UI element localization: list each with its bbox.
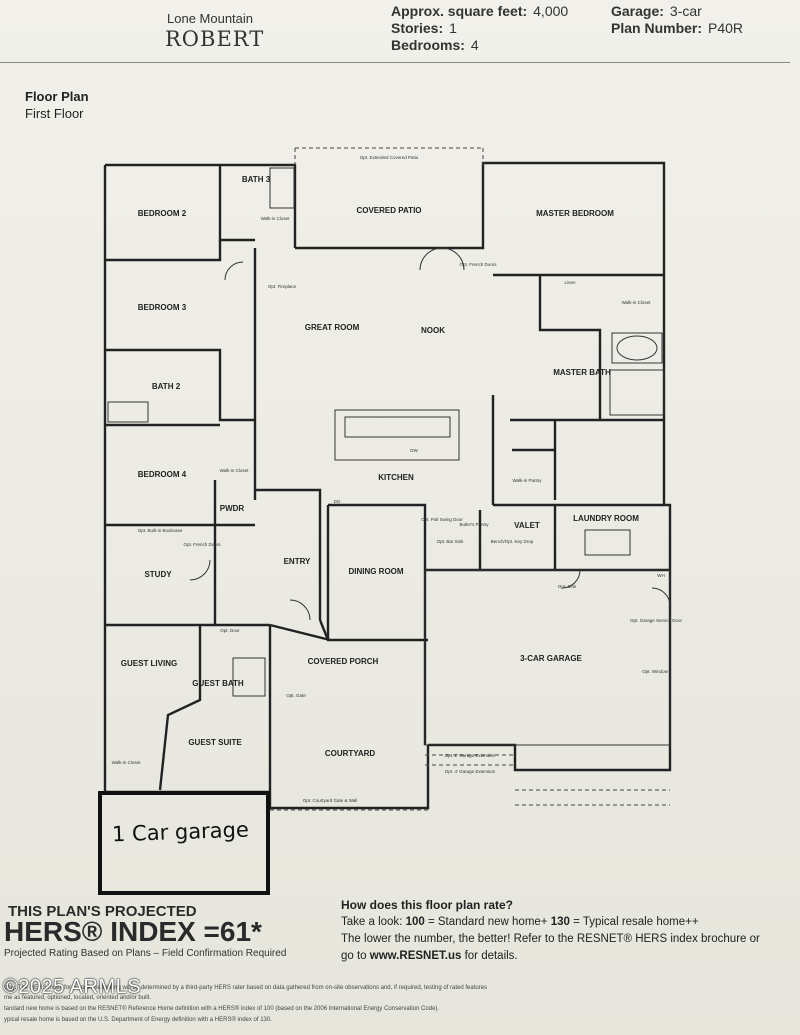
note-labels: Opt. Extended Covered Patio Walk-in Clos… <box>112 155 683 803</box>
room-label: VALET <box>514 521 540 530</box>
note-label: Opt. Built-in Bookcase <box>138 528 183 533</box>
note-label: Opt. Door <box>220 628 240 633</box>
rating-explanation: The lower the number, the better! Refer … <box>341 933 760 945</box>
fine-print: tandard new home is based on the RESNET®… <box>4 1006 440 1012</box>
room-label: BEDROOM 4 <box>138 470 187 479</box>
note-label: Opt. Extended Covered Patio <box>360 155 419 160</box>
room-label: DINING ROOM <box>348 567 403 576</box>
sqft-spec: Approx. square feet:4,000 <box>391 3 569 19</box>
community-name: Lone Mountain <box>167 11 254 26</box>
note-label: Linen <box>564 280 576 285</box>
interior-walls <box>105 165 670 808</box>
room-label: COVERED PORCH <box>308 657 379 666</box>
header-rule <box>0 62 790 63</box>
fine-print: ypical resale home is based on the U.S. … <box>4 1017 272 1023</box>
room-label: COURTYARD <box>325 749 376 758</box>
rating-question: How does this floor plan rate? <box>341 898 514 912</box>
room-label: BATH 2 <box>152 382 181 391</box>
note-label: Opt. French Doors <box>183 542 221 547</box>
plan-number-spec: Plan Number:P40R <box>611 20 744 36</box>
plan-name: ROBERT <box>165 27 265 51</box>
room-label: LAUNDRY ROOM <box>573 514 639 523</box>
note-label: Opt. 4' Garage Extension <box>445 769 496 774</box>
room-label: MASTER BEDROOM <box>536 209 614 218</box>
room-label: BATH 3 <box>242 175 271 184</box>
note-label: Opt. Fireplace <box>268 284 297 289</box>
room-label: GUEST LIVING <box>121 659 177 668</box>
note-label: Opt. Gate <box>286 693 306 698</box>
note-label: Opt. Sink <box>558 584 577 589</box>
resnet-line: go to www.RESNET.us for details. <box>341 950 518 962</box>
fixtures <box>107 147 671 811</box>
room-label: GUEST SUITE <box>188 738 242 747</box>
room-label: BEDROOM 3 <box>138 303 187 312</box>
hers-note: Projected Rating Based on Plans – Field … <box>4 948 287 959</box>
note-label: Opt. Courtyard Gate & Wall <box>303 798 358 803</box>
room-label: COVERED PATIO <box>356 206 421 215</box>
note-label: Walk-in Closet <box>220 468 250 473</box>
room-label: PWDR <box>220 504 245 513</box>
room-label: KITCHEN <box>378 473 414 482</box>
note-label: Opt. French Doors <box>459 262 497 267</box>
added-garage-outline <box>98 791 270 895</box>
hers-index-value: HERS® INDEX =61* <box>4 916 262 947</box>
rating-scale-line: Take a look: 100 = Standard new home+ 13… <box>341 916 699 928</box>
note-label: Walk-in Closet <box>622 300 652 305</box>
watermark: ©2025 ARMLS <box>3 976 142 998</box>
room-label: GUEST BATH <box>192 679 244 688</box>
fine-print: only. The HERS index for a confirmed rat… <box>4 985 488 991</box>
room-label: GREAT ROOM <box>305 323 360 332</box>
room-label: NOOK <box>421 326 445 335</box>
stories-spec: Stories:1 <box>391 20 457 36</box>
note-label: Bench/Opt. Key Drop <box>491 539 534 544</box>
note-label: DO <box>334 499 341 504</box>
note-label: Walk-in Pantry <box>512 478 542 483</box>
note-label: Opt. Pull Swing Door <box>421 517 463 522</box>
note-label: Opt. Bar Sink <box>437 539 465 544</box>
room-label: STUDY <box>144 570 172 579</box>
note-label: Walk-in Closet <box>112 760 142 765</box>
note-label: Walk-in Closet <box>261 216 291 221</box>
hers-heading: THIS PLAN'S PROJECTED <box>8 903 197 920</box>
note-label: Opt. Window <box>642 669 669 674</box>
note-label: Opt. Garage Service Door <box>630 618 683 623</box>
floor-plan-title: Floor Plan <box>25 89 89 104</box>
note-label: Opt. 2' Garage Extension <box>445 753 496 758</box>
room-label: BEDROOM 2 <box>138 209 187 218</box>
note-label: WH <box>657 573 665 578</box>
fine-print: me as featured, optioned, located, orien… <box>4 995 152 1001</box>
bedrooms-spec: Bedrooms:4 <box>391 37 479 53</box>
room-label: 3-CAR GARAGE <box>520 654 582 663</box>
room-labels: BEDROOM 2 BATH 3 COVERED PATIO MASTER BE… <box>121 175 639 758</box>
floor-plan-subtitle: First Floor <box>25 106 84 121</box>
note-label: DW <box>410 448 418 453</box>
handwritten-note: 1 Car garage <box>111 817 250 847</box>
resnet-link[interactable]: www.RESNET.us <box>369 950 462 962</box>
room-label: ENTRY <box>284 557 311 566</box>
note-label: Butler's Pantry <box>459 522 489 527</box>
room-label: MASTER BATH <box>553 368 611 377</box>
garage-spec: Garage:3-car <box>611 3 702 19</box>
